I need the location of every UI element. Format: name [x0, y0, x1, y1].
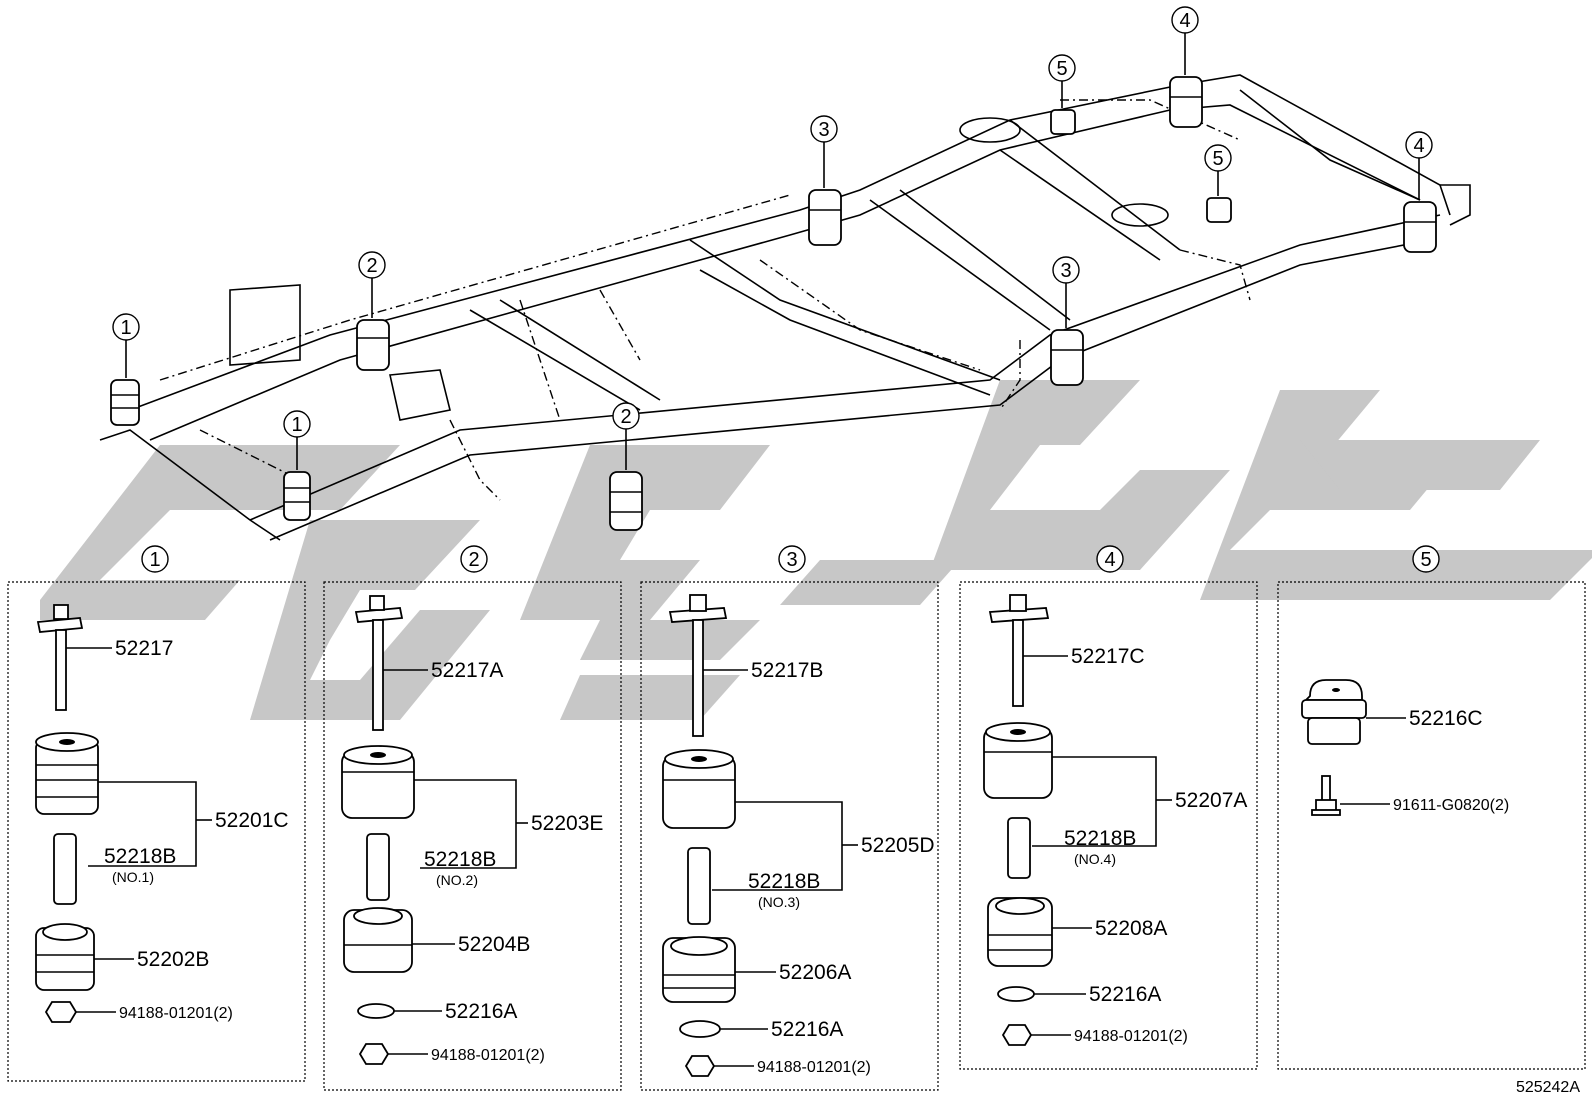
sleeve-icon — [1007, 817, 1031, 879]
cushion-lower-icon — [35, 923, 95, 991]
svg-text:5: 5 — [1212, 148, 1223, 170]
washer-icon — [357, 1003, 395, 1019]
part-52216A-g4: 52216A — [1089, 983, 1161, 1006]
bolt-icon — [668, 594, 728, 737]
washer-icon — [679, 1020, 721, 1038]
part-52217C: 52217C — [1071, 645, 1145, 668]
bolt-icon — [354, 595, 404, 731]
nut-icon — [1001, 1024, 1033, 1046]
part-52218B-no1: 52218B — [104, 845, 176, 868]
svg-text:5: 5 — [1056, 58, 1067, 80]
svg-text:4: 4 — [1179, 10, 1190, 32]
cushion-upper-icon — [341, 745, 415, 819]
frame-callout-4a: 4 — [1169, 6, 1203, 128]
part-94188-01201-g2: 94188-01201(2) — [431, 1047, 545, 1064]
part-94188-01201-g1: 94188-01201(2) — [119, 1005, 233, 1022]
frame-callout-5b: 5 — [1204, 144, 1232, 223]
bolt-flange-icon — [1311, 775, 1341, 816]
frame-callout-5a: 5 — [1048, 54, 1076, 135]
part-52203E: 52203E — [531, 812, 603, 835]
part-52202B: 52202B — [137, 948, 209, 971]
frame-callout-1b: 1 — [283, 410, 311, 521]
watermark-logo — [40, 380, 1592, 720]
part-94188-01201-g3: 94188-01201(2) — [757, 1059, 871, 1076]
stopper-cushion-icon — [1301, 679, 1367, 745]
frame-callout-1a: 1 — [110, 313, 140, 426]
svg-text:3: 3 — [1060, 260, 1071, 282]
svg-text:3: 3 — [818, 119, 829, 141]
part-52207A: 52207A — [1175, 789, 1247, 812]
group-5-panel: 5 52216C 91611-G0820(2) — [1277, 545, 1586, 1070]
group-2-number: 2 — [468, 549, 479, 571]
part-52217A: 52217A — [431, 659, 503, 682]
nut-icon — [44, 1001, 78, 1023]
part-52216C: 52216C — [1409, 707, 1483, 730]
frame-callout-3a: 3 — [808, 115, 842, 246]
part-52208A: 52208A — [1095, 917, 1167, 940]
part-52218B-no3: 52218B — [748, 870, 820, 893]
cushion-lower-icon — [343, 907, 413, 973]
group-4-panel: 4 52217C 52207A 52218B (NO.4) 52208A — [959, 545, 1258, 1070]
sleeve-icon — [687, 847, 711, 925]
cushion-upper-icon — [35, 732, 99, 815]
svg-text:2: 2 — [620, 406, 631, 428]
svg-text:(NO.1): (NO.1) — [112, 869, 154, 885]
frame-mount-callouts: 1 1 2 2 3 — [110, 6, 1437, 531]
part-52217: 52217 — [115, 637, 173, 660]
group-3-panel: 3 52217B 52205D 52218B (NO.3) 52206A — [640, 545, 939, 1091]
part-52216A-g2: 52216A — [445, 1000, 517, 1023]
group-5-number: 5 — [1420, 549, 1431, 571]
cushion-lower-icon — [662, 936, 736, 1003]
group-2-panel: 2 52217A 52203E 52218B (NO.2) 52204B — [323, 545, 622, 1091]
part-52218B-no4: 52218B — [1064, 827, 1136, 850]
svg-text:1: 1 — [120, 317, 131, 339]
group-4-number: 4 — [1104, 549, 1115, 571]
group-3-number: 3 — [786, 549, 797, 571]
svg-text:(NO.3): (NO.3) — [758, 894, 800, 910]
part-91611-G0820: 91611-G0820(2) — [1393, 797, 1509, 814]
cushion-lower-icon — [987, 897, 1053, 967]
svg-text:2: 2 — [366, 255, 377, 277]
cushion-upper-icon — [662, 749, 736, 829]
bolt-icon — [36, 604, 84, 711]
washer-icon — [997, 986, 1035, 1002]
bolt-icon — [988, 594, 1050, 707]
group-1-number: 1 — [149, 549, 160, 571]
diagram-id: 525242A — [1516, 1079, 1580, 1096]
frame-callout-2b: 2 — [609, 402, 643, 531]
part-52201C: 52201C — [215, 809, 289, 832]
frame-callout-4b: 4 — [1403, 131, 1437, 253]
group-1-panel: 1 52217 52201C 52218B (NO.1) 5 — [7, 545, 306, 1082]
nut-icon — [684, 1055, 716, 1077]
svg-text:(NO.2): (NO.2) — [436, 872, 478, 888]
sleeve-icon — [366, 833, 390, 901]
frame-callout-2a: 2 — [356, 251, 390, 371]
part-52204B: 52204B — [458, 933, 530, 956]
cushion-upper-icon — [983, 722, 1053, 799]
frame-callout-3b: 3 — [1050, 256, 1084, 386]
svg-text:4: 4 — [1413, 135, 1424, 157]
part-52218B-no2: 52218B — [424, 848, 496, 871]
part-52216A-g3: 52216A — [771, 1018, 843, 1041]
sleeve-icon — [53, 833, 77, 905]
svg-text:1: 1 — [291, 414, 302, 436]
part-52206A: 52206A — [779, 961, 851, 984]
nut-icon — [358, 1043, 390, 1065]
part-94188-01201-g4: 94188-01201(2) — [1074, 1028, 1188, 1045]
part-52217B: 52217B — [751, 659, 823, 682]
svg-text:(NO.4): (NO.4) — [1074, 851, 1116, 867]
part-52205D: 52205D — [861, 834, 935, 857]
chassis-frame-drawing — [99, 74, 1471, 541]
